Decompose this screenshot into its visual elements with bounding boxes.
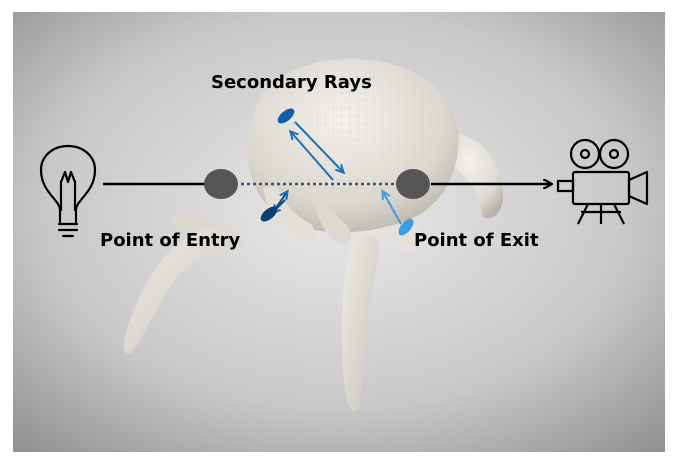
exit-point-marker — [396, 169, 430, 199]
entry-point-marker — [204, 169, 238, 199]
point-of-exit-label: Point of Exit — [414, 230, 539, 251]
point-of-entry-label: Point of Entry — [100, 230, 240, 251]
diagram-canvas: Secondary Rays Point of Entry Point of E… — [13, 12, 665, 452]
secondary-rays-label: Secondary Rays — [211, 72, 372, 93]
